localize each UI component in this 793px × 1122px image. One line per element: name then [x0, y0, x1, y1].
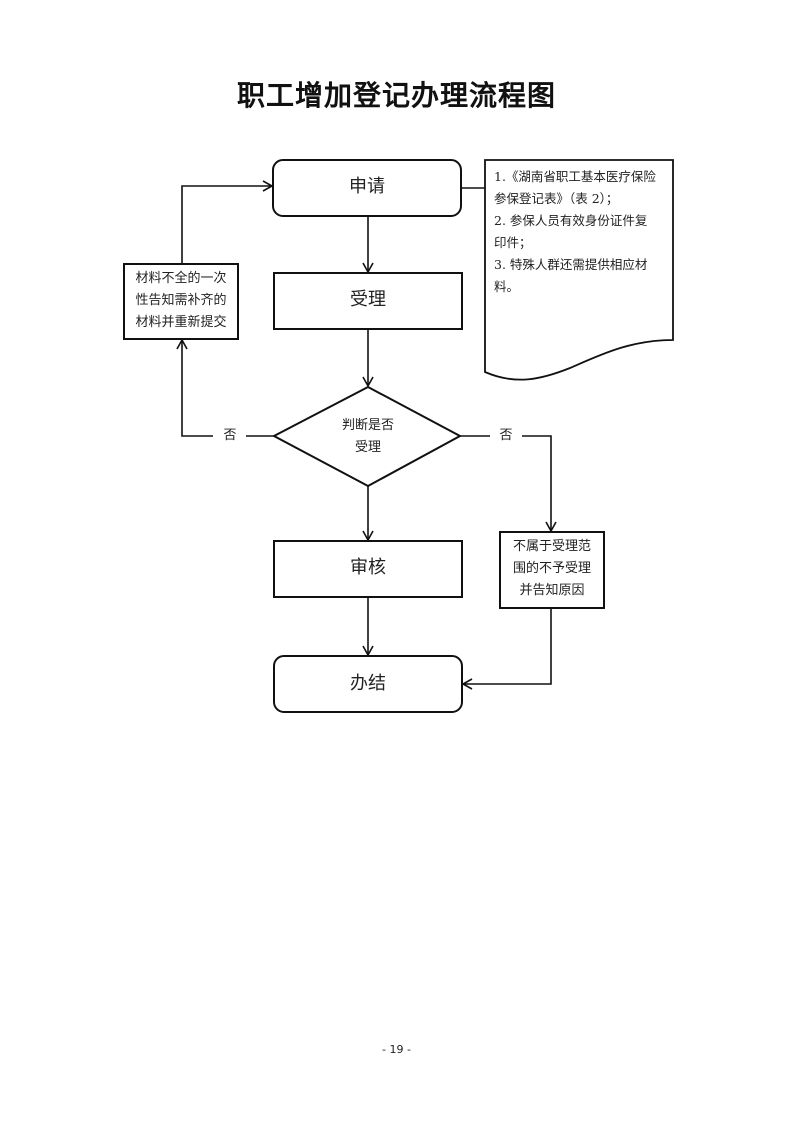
- document-line: 2. 参保人员有效身份证件复: [494, 213, 648, 228]
- edge-label-right-no: 否: [499, 428, 513, 443]
- document-line: 参保登记表》（表 2）；: [494, 191, 619, 206]
- supplement-line-2: 性告知需补齐的: [135, 293, 227, 308]
- node-decision-label: 判断是否 受理: [318, 415, 418, 459]
- reject-line-3: 并告知原因: [519, 583, 585, 598]
- node-complete-label: 办结: [350, 673, 386, 694]
- node-apply-label: 申请: [349, 176, 385, 197]
- document-line: 料。: [494, 279, 520, 294]
- edge-decision-to-supplement: [176, 338, 213, 437]
- document-text: 1.《湖南省职工基本医疗保险 参保登记表》（表 2）； 2. 参保人员有效身份证…: [494, 166, 674, 298]
- edge-label-left-no: 否: [223, 428, 237, 443]
- document-line: 印件；: [494, 235, 532, 250]
- page-title: 职工增加登记办理流程图: [236, 79, 556, 112]
- document-line: 1.《湖南省职工基本医疗保险: [494, 169, 656, 184]
- decision-line-1: 判断是否: [341, 418, 394, 433]
- edge-supplement-to-apply: [181, 180, 274, 264]
- reject-line-2: 围的不予受理: [512, 561, 591, 576]
- node-reject-label: 不属于受理范 围的不予受理 并告知原因: [500, 536, 604, 602]
- supplement-line-3: 材料并重新提交: [135, 315, 227, 330]
- node-accept-label: 受理: [350, 289, 386, 310]
- node-review-label: 审核: [350, 557, 386, 578]
- node-supplement-label: 材料不全的一次 性告知需补齐的 材料并重新提交: [124, 268, 238, 334]
- reject-line-1: 不属于受理范: [512, 539, 591, 554]
- decision-line-2: 受理: [354, 440, 381, 455]
- document-line: 3. 特殊人群还需提供相应材: [494, 257, 648, 272]
- document-shape: [484, 159, 674, 381]
- edge-reject-to-complete: [461, 608, 552, 690]
- page-number: - 19 -: [382, 1043, 411, 1056]
- node-reject-shape: [499, 531, 605, 609]
- edge-decision-to-reject: [522, 435, 557, 533]
- node-supplement-shape: [123, 263, 239, 340]
- supplement-line-1: 材料不全的一次: [135, 271, 227, 286]
